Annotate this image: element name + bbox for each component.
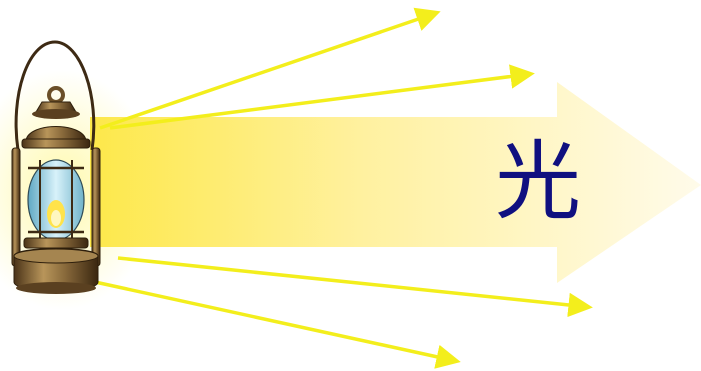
light-label: 光: [488, 132, 588, 232]
beam-arrow: [90, 82, 701, 283]
light-ray: [100, 13, 436, 128]
light-ray: [118, 258, 588, 307]
light-ray: [95, 282, 456, 361]
